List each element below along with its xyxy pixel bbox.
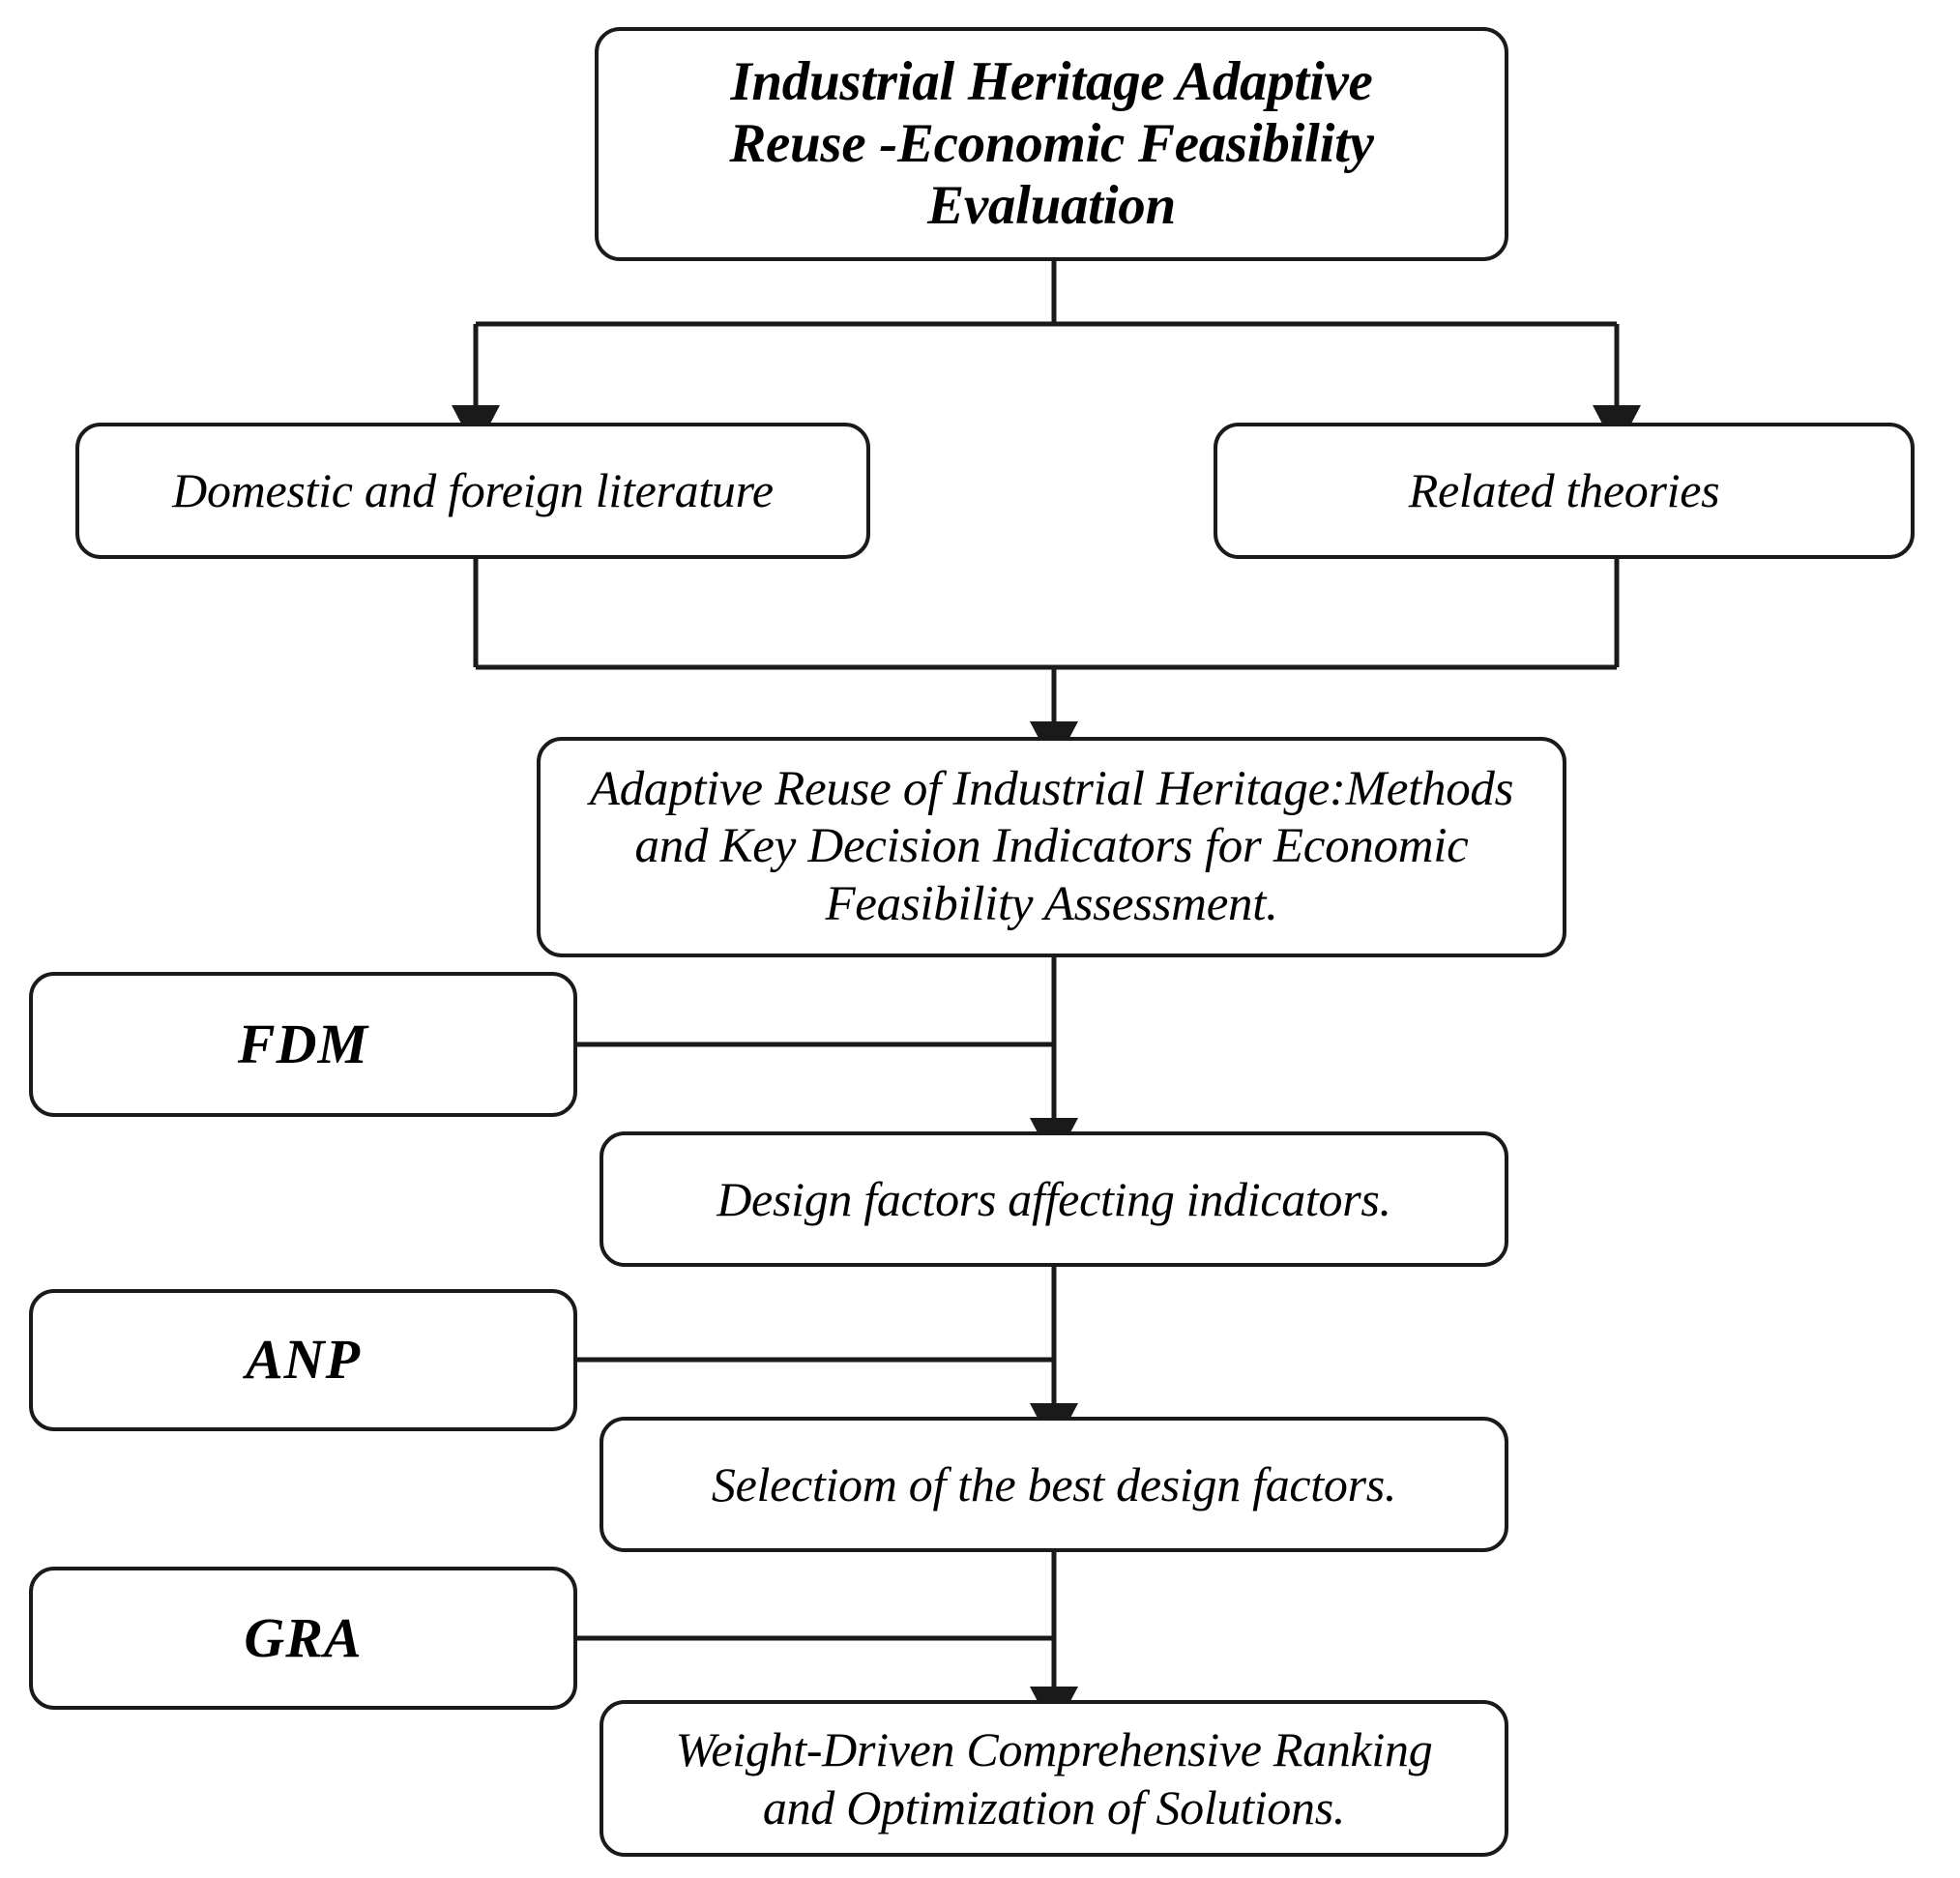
- node-gra[interactable]: GRA: [29, 1567, 577, 1710]
- node-literature[interactable]: Domestic and foreign literature: [75, 423, 870, 559]
- node-title[interactable]: Industrial Heritage Adaptive Reuse -Econ…: [595, 27, 1508, 261]
- node-selection[interactable]: Selectiom of the best design factors.: [600, 1417, 1508, 1552]
- node-anp[interactable]: ANP: [29, 1289, 577, 1431]
- node-methods-indicators-label: Adaptive Reuse of Industrial Heritage:Me…: [589, 761, 1514, 931]
- node-anp-label: ANP: [246, 1328, 361, 1392]
- node-selection-label: Selectiom of the best design factors.: [711, 1456, 1397, 1511]
- node-related-theories-label: Related theories: [1408, 463, 1720, 517]
- node-gra-label: GRA: [244, 1605, 363, 1669]
- node-fdm[interactable]: FDM: [29, 972, 577, 1117]
- node-literature-label: Domestic and foreign literature: [172, 463, 774, 517]
- node-title-label: Industrial Heritage Adaptive Reuse -Econ…: [729, 51, 1374, 236]
- node-methods-indicators[interactable]: Adaptive Reuse of Industrial Heritage:Me…: [537, 737, 1566, 957]
- node-fdm-label: FDM: [237, 1012, 369, 1075]
- node-design-factors-label: Design factors affecting indicators.: [717, 1171, 1391, 1226]
- node-related-theories[interactable]: Related theories: [1214, 423, 1915, 559]
- node-design-factors[interactable]: Design factors affecting indicators.: [600, 1131, 1508, 1267]
- node-ranking[interactable]: Weight-Driven Comprehensive Ranking and …: [600, 1700, 1508, 1857]
- node-ranking-label: Weight-Driven Comprehensive Ranking and …: [675, 1722, 1433, 1834]
